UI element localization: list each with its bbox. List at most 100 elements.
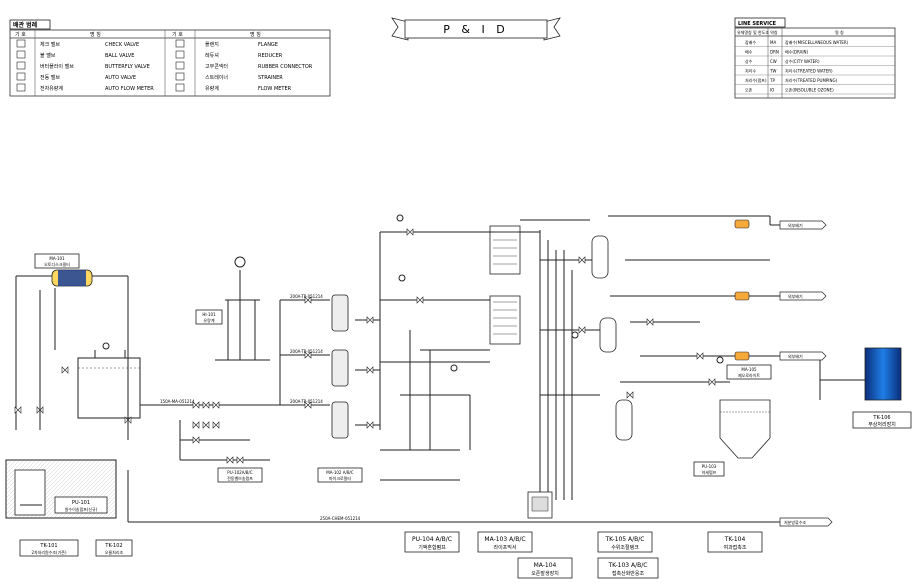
ls-desc: 처리수(TREATED PUMPING) <box>785 77 838 83</box>
legend-en: AUTO FLOW METER <box>105 86 154 92</box>
valve-icon <box>212 421 220 429</box>
legend-symbol-icon <box>175 72 185 81</box>
legend-ko: 버터플라이 밸브 <box>40 63 74 70</box>
ls-ko: 처리수 <box>745 68 756 74</box>
pu101-tag: PU-101 <box>72 500 90 506</box>
valve-icon <box>366 421 374 429</box>
valve-icon <box>304 296 312 304</box>
line-service-heading: LINE SERVICE <box>738 21 777 27</box>
valve-icon <box>406 228 414 236</box>
line-service-col-b: 명 칭 <box>835 29 844 35</box>
legend-col-name-2: 명 칭 <box>250 31 261 38</box>
ls-ko: 오존 <box>745 88 753 93</box>
valve-icon <box>366 316 374 324</box>
line-label-5: 150A-MA-051214 <box>160 399 195 404</box>
legend-en: AUTO VALVE <box>105 75 136 81</box>
tk102-name: 오물처리조 <box>105 549 124 555</box>
ma104-tag: MA-104 <box>534 562 557 569</box>
line-numbers: 200A-TP-051214 200A-TP-051214 200A-TP-05… <box>160 294 361 521</box>
valve-icon <box>708 378 716 386</box>
flow-meter-hi101: HI-101 유량계 <box>195 256 246 325</box>
ls-desc: 오존(INSOLUBLE OZONE) <box>785 88 834 93</box>
tk102-tag: TK-102 <box>104 543 122 549</box>
line-mixers-ma103 <box>489 225 521 345</box>
tk104-tag: TK-104 <box>724 536 746 543</box>
ls-desc: 처리수(TREATED WATER) <box>785 68 833 74</box>
tk103-name: 접촉산화반응조 <box>612 570 645 577</box>
equipment-tags: PU-102A/B/C 전동밸브송펌프 MA-102 A/B/C 마이크로필터 … <box>19 461 763 579</box>
valve-icon <box>202 401 210 409</box>
outlet-arrows: 외부배기 외부배기 외부배기 처분방류수조 <box>779 220 833 527</box>
instruments <box>102 214 724 372</box>
legend-symbol-icon <box>16 83 26 92</box>
hi101-tag: HI-101 <box>202 312 216 317</box>
ma103-tag: MA-103 A/B/C <box>484 536 525 543</box>
valve-icon <box>578 326 586 334</box>
ma105-tag: MA-105 <box>741 367 757 372</box>
valve-icon <box>696 352 704 360</box>
ma101-tag: MA-101 <box>49 256 65 261</box>
legend-symbol-icon <box>175 50 185 59</box>
ma102-tag: MA-102 A/B/C <box>326 470 354 475</box>
tk101-tag: TK-101 <box>39 543 57 549</box>
legend-en2: REDUCER <box>258 53 283 59</box>
legend-ko: 볼 밸브 <box>40 52 56 59</box>
legend-symbol-icon <box>16 61 26 70</box>
ls-code: IO <box>770 88 774 93</box>
legend-symbol-icon <box>175 39 185 48</box>
valve-icon <box>646 318 654 326</box>
legend-col-name: 명 칭 <box>90 31 101 38</box>
ls-code: DRN <box>770 50 779 55</box>
valve-icon <box>304 351 312 359</box>
line-label-2: 200A-TP-051214 <box>290 349 323 354</box>
valve-icon <box>192 421 200 429</box>
ls-desc: 잡배수(MISCELLANEOUS WATER) <box>785 39 849 45</box>
pu104-name: 기액혼합펌프 <box>418 544 446 551</box>
valve-icon <box>36 406 44 414</box>
tk104-name: 여과접촉조 <box>723 544 746 551</box>
legend-col-symbol: 기 호 <box>15 31 26 38</box>
valve-icon <box>61 366 69 374</box>
legend-col-symbol-2: 기 호 <box>172 31 183 38</box>
valve-icon <box>578 256 586 264</box>
tk105-name: 수위조절탱크 <box>611 544 639 551</box>
outlet-2: 외부배기 <box>788 293 803 299</box>
ma105-name: 제오로라이트 <box>738 372 760 378</box>
ozone-generator <box>527 491 553 519</box>
tk101-name: 2차처리원수조(기존) <box>31 549 67 555</box>
legend-symbol-icon <box>16 50 26 59</box>
legend-ko2: 고무콘넥터 <box>205 63 228 70</box>
legend-symbol-icon <box>16 39 26 48</box>
ma103-name: 라이프믹서 <box>493 544 516 551</box>
legend-symbol-icon <box>175 83 185 92</box>
pu102-name: 전동밸브송펌프 <box>227 475 253 481</box>
legend-ko2: 유량계 <box>205 85 219 92</box>
legend-symbol-icon <box>16 72 26 81</box>
hi101-name: 유량계 <box>203 317 214 323</box>
flotation-unit: TK-106 부상처리장치 <box>852 347 912 429</box>
ls-ko: 배수 <box>745 49 753 55</box>
legend-ko2: 레듀셔 <box>205 52 219 59</box>
tk106-name: 부상처리장치 <box>868 421 896 428</box>
pu101-name: 원수이송펌프(신규) <box>65 506 98 512</box>
outlet-3: 외부배기 <box>788 353 803 359</box>
valve-icon <box>192 436 200 444</box>
filter-contact-tank: MA-105 제오로라이트 <box>719 364 772 459</box>
valve-icon <box>14 406 22 414</box>
legend-symbol-icon <box>175 61 185 70</box>
line-label-1: 200A-TP-051214 <box>290 294 323 299</box>
exhaust-filters <box>734 219 750 361</box>
legend-ko2: 스트레이너 <box>205 74 228 81</box>
ls-ko: 상수 <box>745 58 753 64</box>
ls-ko: 잡배수 <box>745 39 756 45</box>
pu102-tag: PU-102A/B/C <box>227 470 253 475</box>
